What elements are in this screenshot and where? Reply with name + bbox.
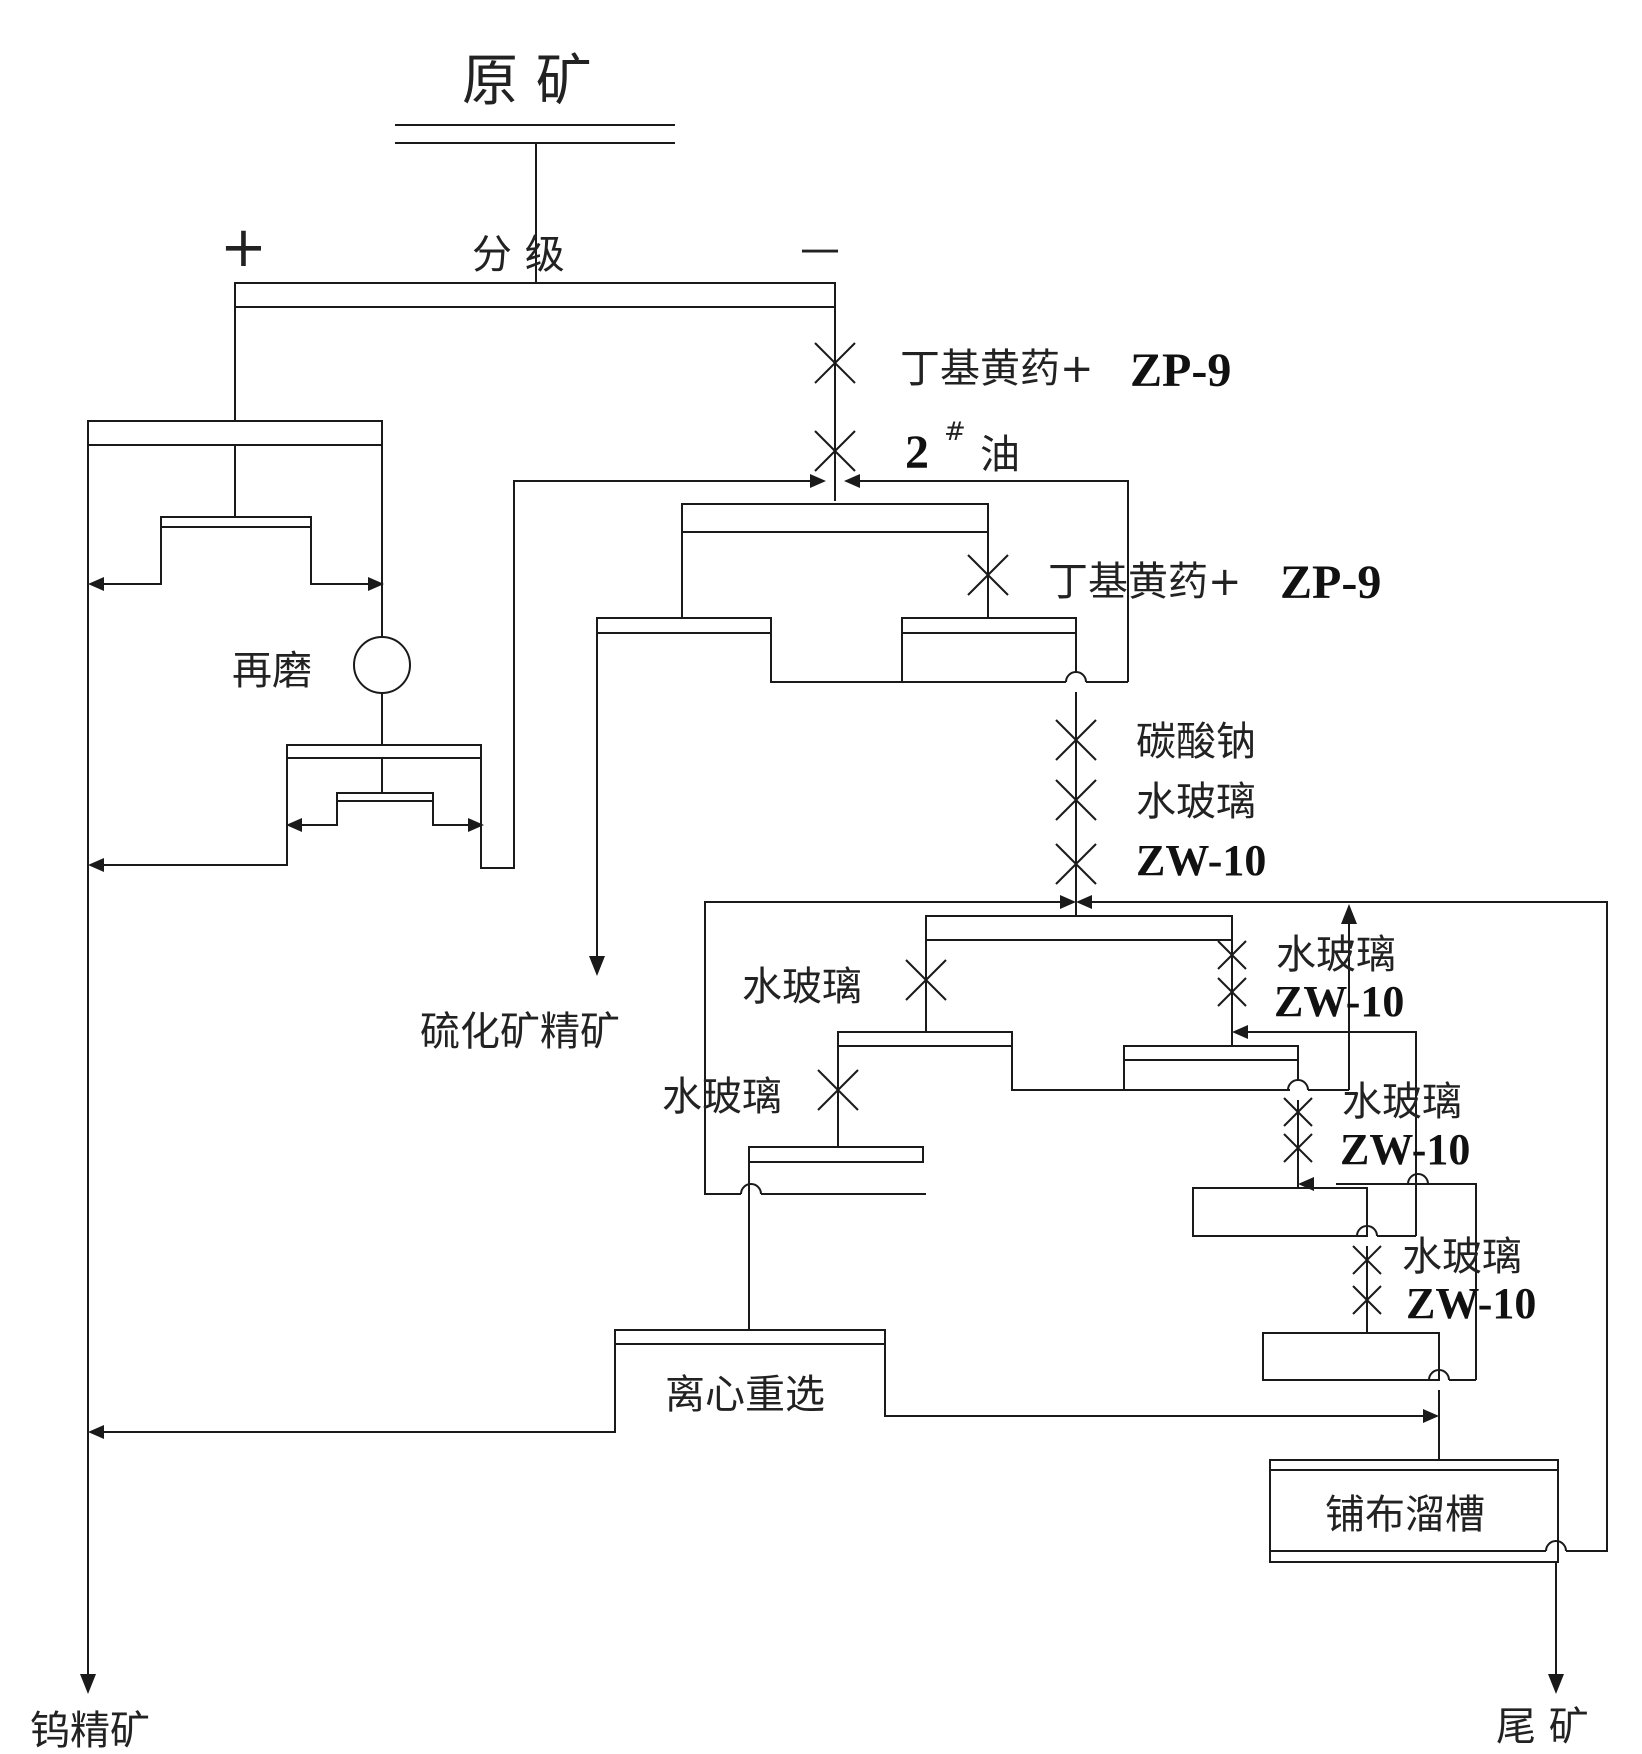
- centrifugal-gravity-concentrate-line: [102, 1344, 615, 1432]
- sulfide-concentrate-arrow: [589, 956, 605, 976]
- sulfide-scavenging-cell: [902, 618, 1076, 633]
- regrind-label: 再磨: [232, 648, 312, 694]
- regrind-tail-to-flotation-line: [481, 481, 812, 868]
- regrind-gravity-cell: [287, 745, 481, 758]
- tungsten-cleaning-2-cell: [749, 1147, 923, 1162]
- tungsten-scavenging-3-cell: [1263, 1333, 1439, 1380]
- tungsten-middlings-left-hop: [741, 1184, 761, 1194]
- sulfide-scavenging-body-line: [902, 633, 1066, 682]
- centrifugal-gravity-cell: [615, 1330, 885, 1344]
- tungsten-cleaning-1-tail-line: [1012, 1046, 1290, 1090]
- regrind-cleaning-concentrate-arrow: [286, 818, 302, 832]
- regrind-cleaning-tail-line: [433, 801, 470, 825]
- sulfide-cleaning-tail-line: [771, 633, 902, 682]
- tailings-label: 尾 矿: [1496, 1704, 1589, 1750]
- tungsten-scavenging-1-body-line: [1124, 1060, 1288, 1090]
- zp9-label: ZP-9: [1280, 556, 1381, 609]
- sulfide-scavenging-loop: [1066, 672, 1086, 682]
- zw10-label: ZW-10: [1340, 1125, 1470, 1174]
- classification-label: 分 级: [472, 232, 565, 278]
- water-glass-label: 水玻璃: [1342, 1079, 1462, 1125]
- raw-ore-label: 原 矿: [462, 49, 592, 114]
- tungsten-scavenging-1-hop: [1288, 1080, 1308, 1090]
- tungsten-cleaning-1-cell: [838, 1032, 1012, 1046]
- sulfide-cleaner-return-arrow: [844, 474, 860, 488]
- water-glass-label: 水玻璃: [1136, 779, 1256, 825]
- tungsten-concentrate-label: 钨精矿: [30, 1708, 150, 1754]
- tungsten-scavenging-1-return-arrow: [1341, 904, 1357, 924]
- tungsten-scavenging-3-return-hop: [1408, 1174, 1428, 1184]
- sulfide-cleaning-cell: [597, 618, 771, 633]
- raw-ore-bar: [395, 125, 675, 143]
- sulfide-roughing-cell: [682, 504, 988, 532]
- regrind-concentrate-arrow: [88, 858, 104, 872]
- oil-number-label: 2: [905, 426, 929, 479]
- zw10-label: ZW-10: [1274, 977, 1404, 1026]
- centrifugal-gravity-label: 离心重选: [665, 1372, 825, 1418]
- tungsten-scavenging-1-cell: [1124, 1046, 1298, 1060]
- minus-fraction-label: —: [800, 226, 840, 272]
- tungsten-concentrate-arrow: [80, 1674, 96, 1694]
- plus-fraction-label: +: [220, 215, 267, 280]
- belt-sluice-label: 铺布溜槽: [1325, 1492, 1485, 1538]
- regrind-cleaning-concentrate-line: [300, 801, 337, 825]
- tungsten-roughing-cell: [926, 916, 1232, 940]
- water-glass-label: 水玻璃: [1276, 932, 1396, 978]
- tungsten-scavenging-2-return-arrow: [1232, 1025, 1248, 1039]
- zw10-label: ZW-10: [1136, 836, 1266, 885]
- centrifugal-gravity-concentrate-arrow: [88, 1425, 104, 1439]
- tungsten-middlings-right-hop: [1546, 1541, 1566, 1551]
- butyl-xanthate-label: 丁基黄药+: [900, 346, 1094, 392]
- tungsten-feed-right-arrow: [1076, 895, 1092, 909]
- coarse-roughing-cell: [88, 421, 382, 445]
- water-glass-label: 水玻璃: [742, 964, 862, 1010]
- butyl-xanthate-label: 丁基黄药+: [1048, 559, 1242, 605]
- sodium-carbonate-label: 碳酸钠: [1136, 719, 1256, 765]
- zw10-label: ZW-10: [1406, 1279, 1536, 1328]
- sulfide-concentrate-label: 硫化矿精矿: [420, 1009, 620, 1055]
- coarse-cleaning-tail-line: [311, 527, 370, 584]
- coarse-cleaning-concentrate-line: [102, 527, 161, 584]
- oil-label: 油: [980, 432, 1020, 478]
- tungsten-scavenging-2-cell: [1193, 1188, 1367, 1236]
- classification-cell: [235, 283, 835, 307]
- tailings-arrow: [1548, 1674, 1564, 1694]
- zp9-label: ZP-9: [1130, 344, 1231, 397]
- regrind-tail-to-flotation-arrow: [810, 474, 826, 488]
- coarse-cleaning-cell: [161, 517, 311, 527]
- regrind-mill: [354, 637, 410, 693]
- centrifugal-gravity-tail-arrow: [1423, 1409, 1439, 1423]
- tungsten-feed-left-arrow: [1060, 895, 1076, 909]
- tungsten-middlings-left-return-loop: [705, 902, 1050, 1194]
- water-glass-label: 水玻璃: [662, 1074, 782, 1120]
- coarse-cleaning-concentrate-arrow: [88, 577, 104, 591]
- water-glass-label: 水玻璃: [1402, 1234, 1522, 1280]
- oil-superscript-label: #: [944, 417, 966, 447]
- regrind-concentrate-line: [102, 758, 287, 865]
- regrind-cleaning-cell: [337, 793, 433, 801]
